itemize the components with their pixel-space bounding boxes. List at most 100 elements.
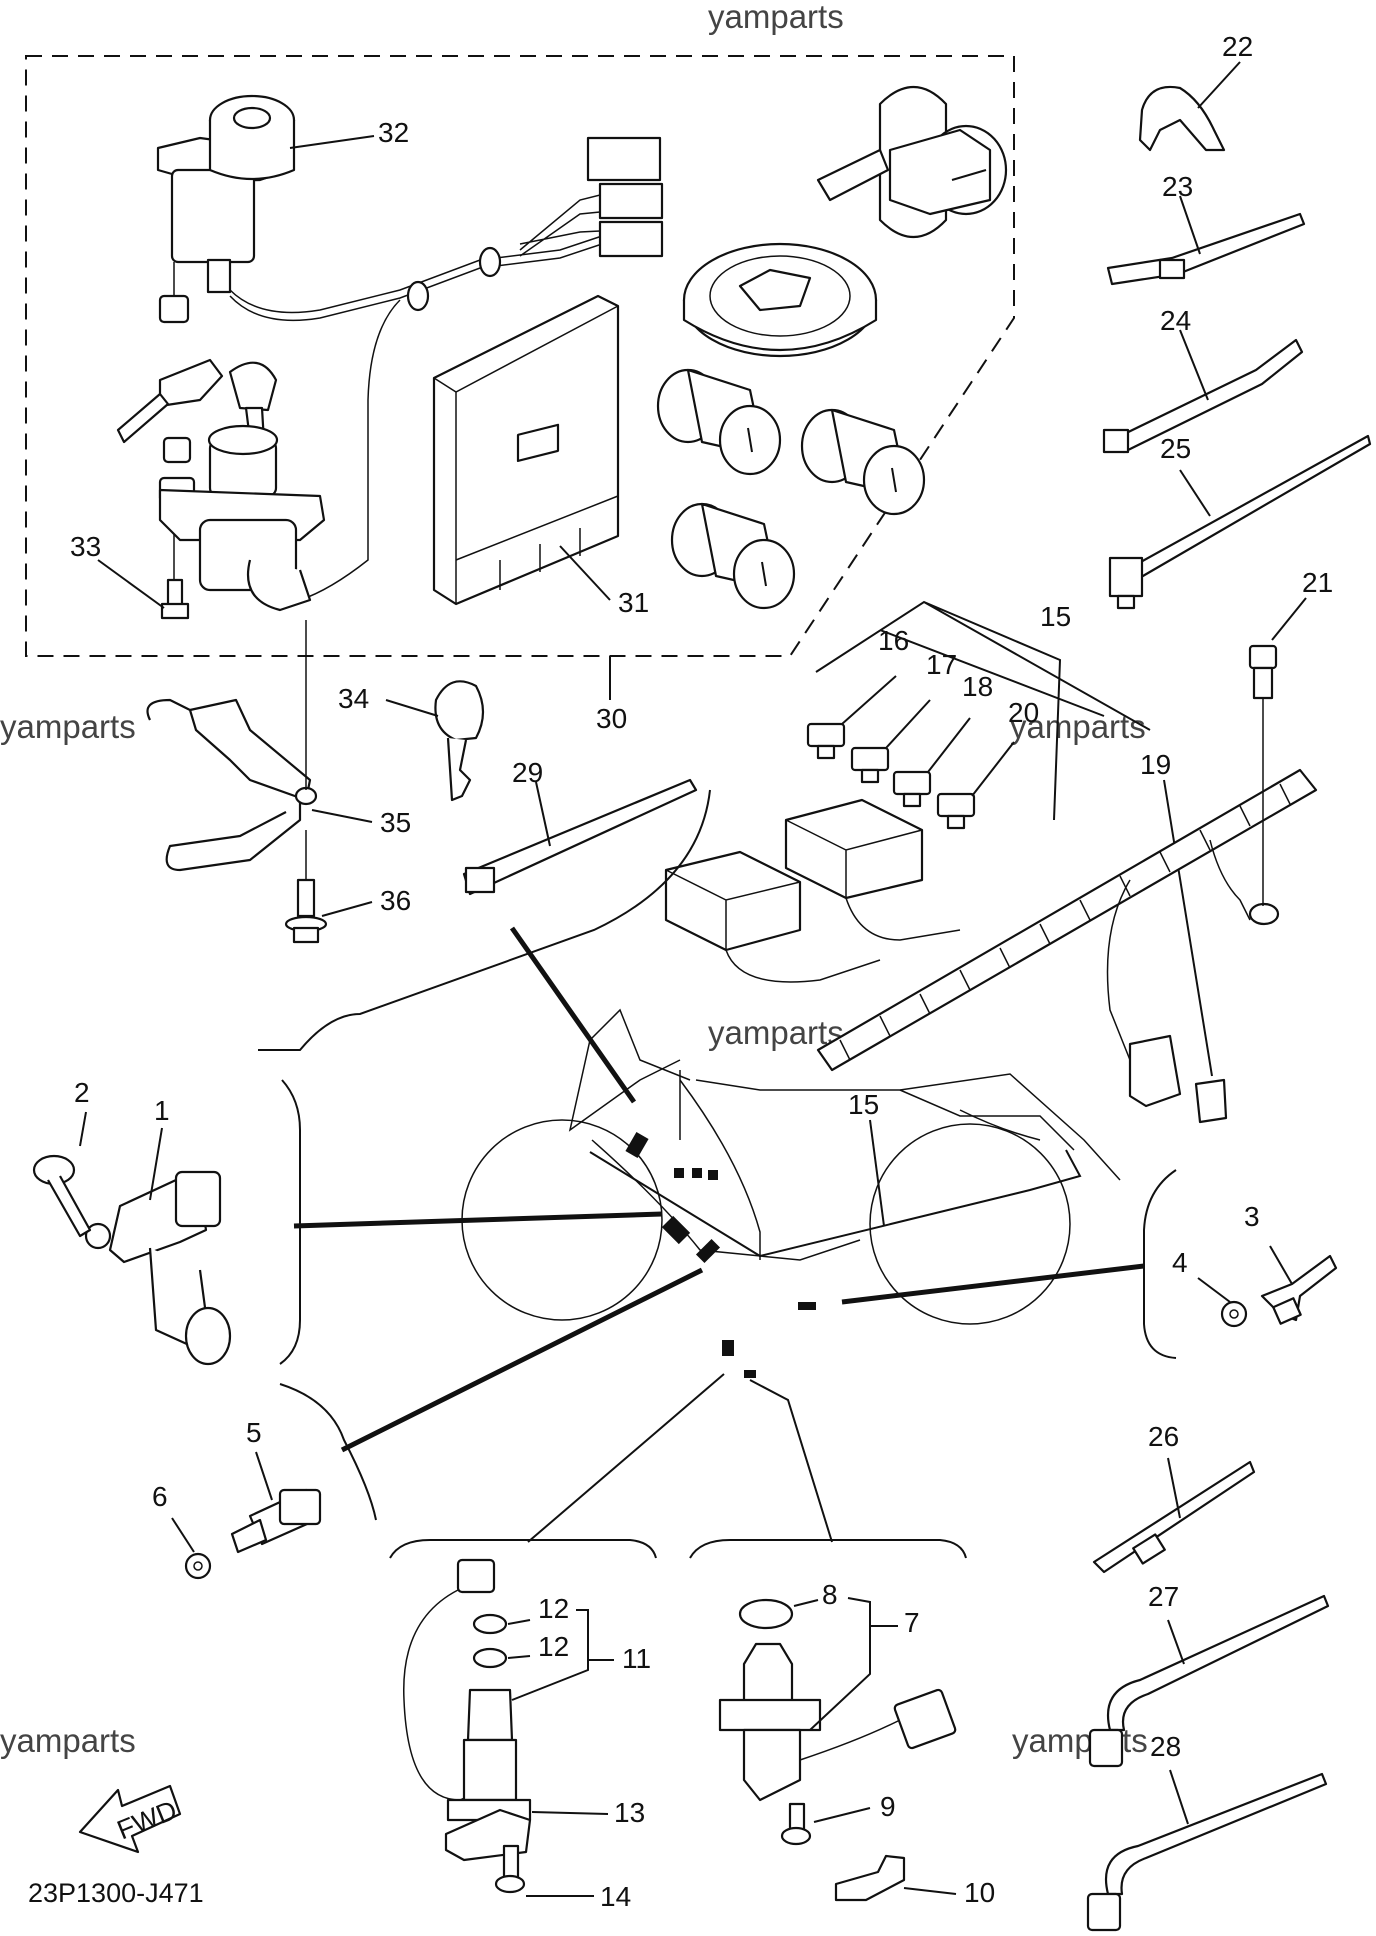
leader-26 bbox=[1167, 1457, 1181, 1519]
marker-switch-location bbox=[625, 1131, 649, 1159]
fuse-17 bbox=[850, 746, 890, 784]
callout-12-first: 12 bbox=[538, 1593, 569, 1624]
leader-17 bbox=[885, 699, 931, 749]
leader-3 bbox=[1269, 1245, 1293, 1285]
leader-22 bbox=[1197, 61, 1241, 109]
leader-12b bbox=[507, 1655, 531, 1659]
callout-11: 11 bbox=[622, 1643, 651, 1674]
seat-lock-cylinder bbox=[816, 85, 1008, 239]
leader-15-tree bbox=[815, 600, 1151, 821]
watermark-left-lower: yamparts bbox=[0, 1722, 136, 1759]
marker-b bbox=[692, 1168, 702, 1178]
leader-6 bbox=[171, 1517, 195, 1553]
callout-6: 6 bbox=[152, 1481, 168, 1512]
marker-h bbox=[744, 1370, 756, 1378]
pointer-to-sensor-1 bbox=[293, 1211, 663, 1229]
leader-15-center bbox=[869, 1119, 885, 1227]
leader-12a bbox=[507, 1619, 531, 1625]
leader-2 bbox=[79, 1111, 87, 1147]
bracket-10 bbox=[834, 1854, 906, 1902]
callout-14: 14 bbox=[600, 1881, 631, 1912]
callout-35: 35 bbox=[380, 807, 411, 838]
callout-23: 23 bbox=[1162, 171, 1193, 202]
callout-21: 21 bbox=[1302, 567, 1333, 598]
switch-3 bbox=[1260, 1254, 1338, 1325]
callout-24: 24 bbox=[1160, 305, 1191, 336]
screw-9 bbox=[780, 1802, 812, 1846]
cable-tie-25 bbox=[1108, 434, 1372, 610]
cable-tie-28 bbox=[1086, 1772, 1328, 1932]
wire-harness-section bbox=[725, 768, 1318, 1124]
callout-15-top: 15 bbox=[1040, 601, 1071, 632]
leader-4 bbox=[1197, 1277, 1231, 1303]
leader-18 bbox=[927, 717, 971, 773]
bolt-2 bbox=[32, 1154, 92, 1238]
diagram-code: 23P1300-J471 bbox=[28, 1878, 204, 1908]
ecu-unit bbox=[432, 294, 620, 606]
leader-24 bbox=[1179, 329, 1209, 401]
clamp-22 bbox=[1138, 85, 1226, 152]
callout-8: 8 bbox=[822, 1579, 838, 1610]
leader-21 bbox=[1271, 597, 1307, 641]
ignition-keys-pair bbox=[116, 358, 278, 444]
leader-16 bbox=[841, 675, 897, 725]
speed-sensor-7 bbox=[718, 1642, 957, 1802]
callout-9: 9 bbox=[880, 1791, 896, 1822]
callout-36: 36 bbox=[380, 885, 411, 916]
callout-22: 22 bbox=[1222, 31, 1253, 62]
bracket-bottom-center bbox=[389, 1539, 657, 1559]
callout-20: 20 bbox=[1008, 697, 1039, 728]
key-34 bbox=[434, 680, 485, 802]
callout-4: 4 bbox=[1172, 1247, 1188, 1278]
sensor-11 bbox=[403, 1558, 532, 1862]
motorcycle-outline bbox=[461, 1008, 1121, 1325]
callout-3: 3 bbox=[1244, 1201, 1260, 1232]
fuse-16 bbox=[806, 722, 846, 760]
bracket-left-lower bbox=[279, 1383, 377, 1521]
pointer-to-sensor-5 bbox=[340, 1267, 704, 1453]
leader-20 bbox=[971, 741, 1015, 797]
cable-tie-29 bbox=[462, 778, 698, 896]
bolt-21 bbox=[1248, 644, 1278, 906]
leader-31 bbox=[559, 545, 611, 601]
motorcycle-harness-line bbox=[589, 1149, 1082, 1258]
cable-tie-23 bbox=[1106, 212, 1306, 286]
lock-cylinder-1 bbox=[656, 368, 782, 476]
marker-c bbox=[708, 1170, 718, 1180]
callout-2: 2 bbox=[74, 1077, 90, 1108]
o-ring-8 bbox=[738, 1598, 794, 1630]
bracket-bottom-right bbox=[689, 1539, 967, 1559]
leader-5 bbox=[255, 1451, 273, 1501]
fwd-arrow: FWD bbox=[78, 1784, 181, 1854]
callout-29: 29 bbox=[512, 757, 543, 788]
fuse-boxes bbox=[664, 798, 924, 952]
leader-35 bbox=[311, 809, 373, 823]
callout-15-center: 15 bbox=[848, 1089, 879, 1120]
o-ring-12a bbox=[472, 1613, 508, 1635]
callout-27: 27 bbox=[1148, 1581, 1179, 1612]
leader-34 bbox=[385, 699, 439, 717]
bracket-right bbox=[1143, 1169, 1177, 1359]
leader-32 bbox=[289, 135, 375, 149]
leader-10 bbox=[903, 1887, 957, 1895]
callout-28: 28 bbox=[1150, 1731, 1181, 1762]
bracket-kit bbox=[258, 789, 711, 1051]
callout-1: 1 bbox=[154, 1095, 170, 1126]
callout-33: 33 bbox=[70, 531, 101, 562]
leader-23 bbox=[1179, 195, 1201, 255]
pointer-to-sensor-3 bbox=[841, 1263, 1145, 1305]
marker-e bbox=[695, 1238, 721, 1264]
o-ring-12b bbox=[472, 1647, 508, 1669]
marker-g bbox=[722, 1340, 734, 1356]
callout-30: 30 bbox=[596, 703, 627, 734]
callout-25: 25 bbox=[1160, 433, 1191, 464]
leader-7 bbox=[809, 1597, 898, 1731]
callout-18: 18 bbox=[962, 671, 993, 702]
watermark-top: yamparts bbox=[708, 0, 844, 35]
leader-8 bbox=[793, 1599, 819, 1607]
pointer-to-kit bbox=[509, 926, 637, 1104]
bracket-left-upper bbox=[279, 1079, 301, 1365]
leader-33 bbox=[97, 559, 165, 609]
callout-19: 19 bbox=[1140, 749, 1171, 780]
